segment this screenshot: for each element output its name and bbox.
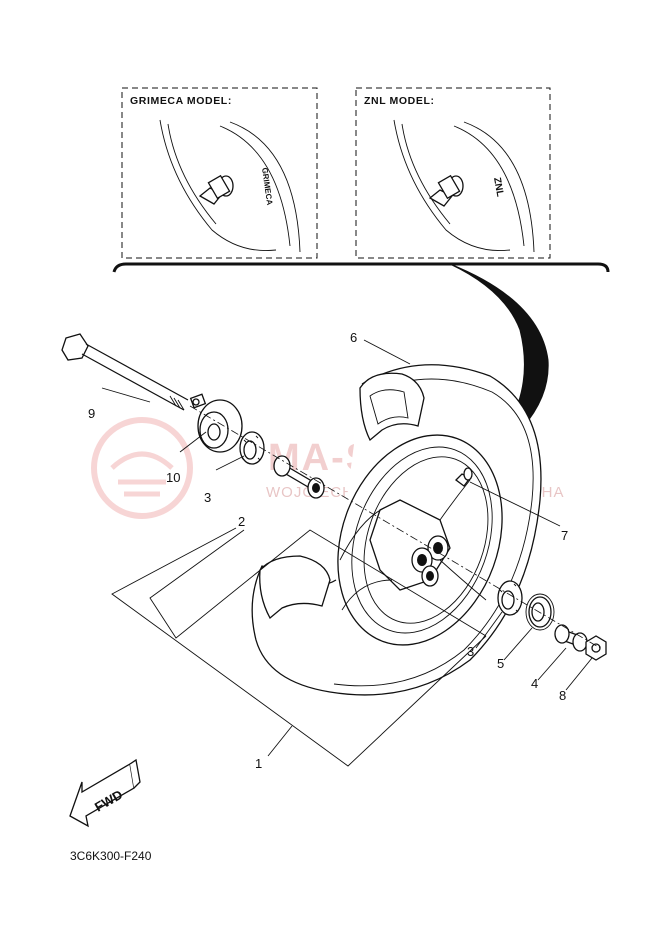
inset-panel-znl: ZNL MODEL: ZNL bbox=[355, 87, 551, 259]
callout-3-right: 3 bbox=[467, 644, 474, 659]
speedometer-gear-unit bbox=[189, 393, 243, 453]
hub-tubes bbox=[411, 535, 449, 587]
callout-5: 5 bbox=[497, 656, 504, 671]
callout-8: 8 bbox=[559, 688, 566, 703]
tire-valve-icon bbox=[455, 467, 473, 487]
axle-nut bbox=[585, 635, 607, 661]
callout-1: 1 bbox=[255, 756, 262, 771]
panel-title-znl: ZNL MODEL: bbox=[364, 95, 435, 107]
tire-text-znl: ZNL bbox=[491, 177, 505, 198]
tire-text-grimeca: GRIMECA bbox=[260, 167, 274, 206]
fwd-arrow-icon: FWD bbox=[69, 758, 141, 828]
bearing-right bbox=[497, 580, 523, 616]
collar-spacer bbox=[273, 455, 325, 499]
panel-title-grimeca: GRIMECA MODEL: bbox=[130, 95, 232, 107]
valve-znl-icon bbox=[428, 174, 464, 207]
bearing-left bbox=[239, 431, 265, 465]
callout-numbers: 1 2 3 3 4 5 6 7 8 9 10 bbox=[88, 330, 568, 771]
collar-right bbox=[554, 624, 588, 652]
inset-bracket bbox=[112, 262, 610, 273]
callout-4: 4 bbox=[531, 676, 538, 691]
callout-9: 9 bbox=[88, 406, 95, 421]
callout-10: 10 bbox=[166, 470, 180, 485]
diagram-code: 3C6K300-F240 bbox=[70, 849, 152, 863]
assembly-axis bbox=[189, 405, 601, 649]
callout-3-left: 3 bbox=[204, 490, 211, 505]
callout-2: 2 bbox=[238, 514, 245, 529]
valve-grimeca-icon bbox=[198, 174, 234, 205]
leader-lines bbox=[101, 339, 593, 767]
wheel-assembly bbox=[251, 364, 542, 696]
axle-bolt bbox=[61, 333, 189, 411]
inset-panel-grimeca: GRIMECA MODEL: GRIMECA bbox=[121, 87, 318, 259]
watermark-logo-icon bbox=[91, 417, 193, 519]
callout-7: 7 bbox=[561, 528, 568, 543]
callout-6: 6 bbox=[350, 330, 357, 345]
oil-seal bbox=[525, 593, 555, 631]
